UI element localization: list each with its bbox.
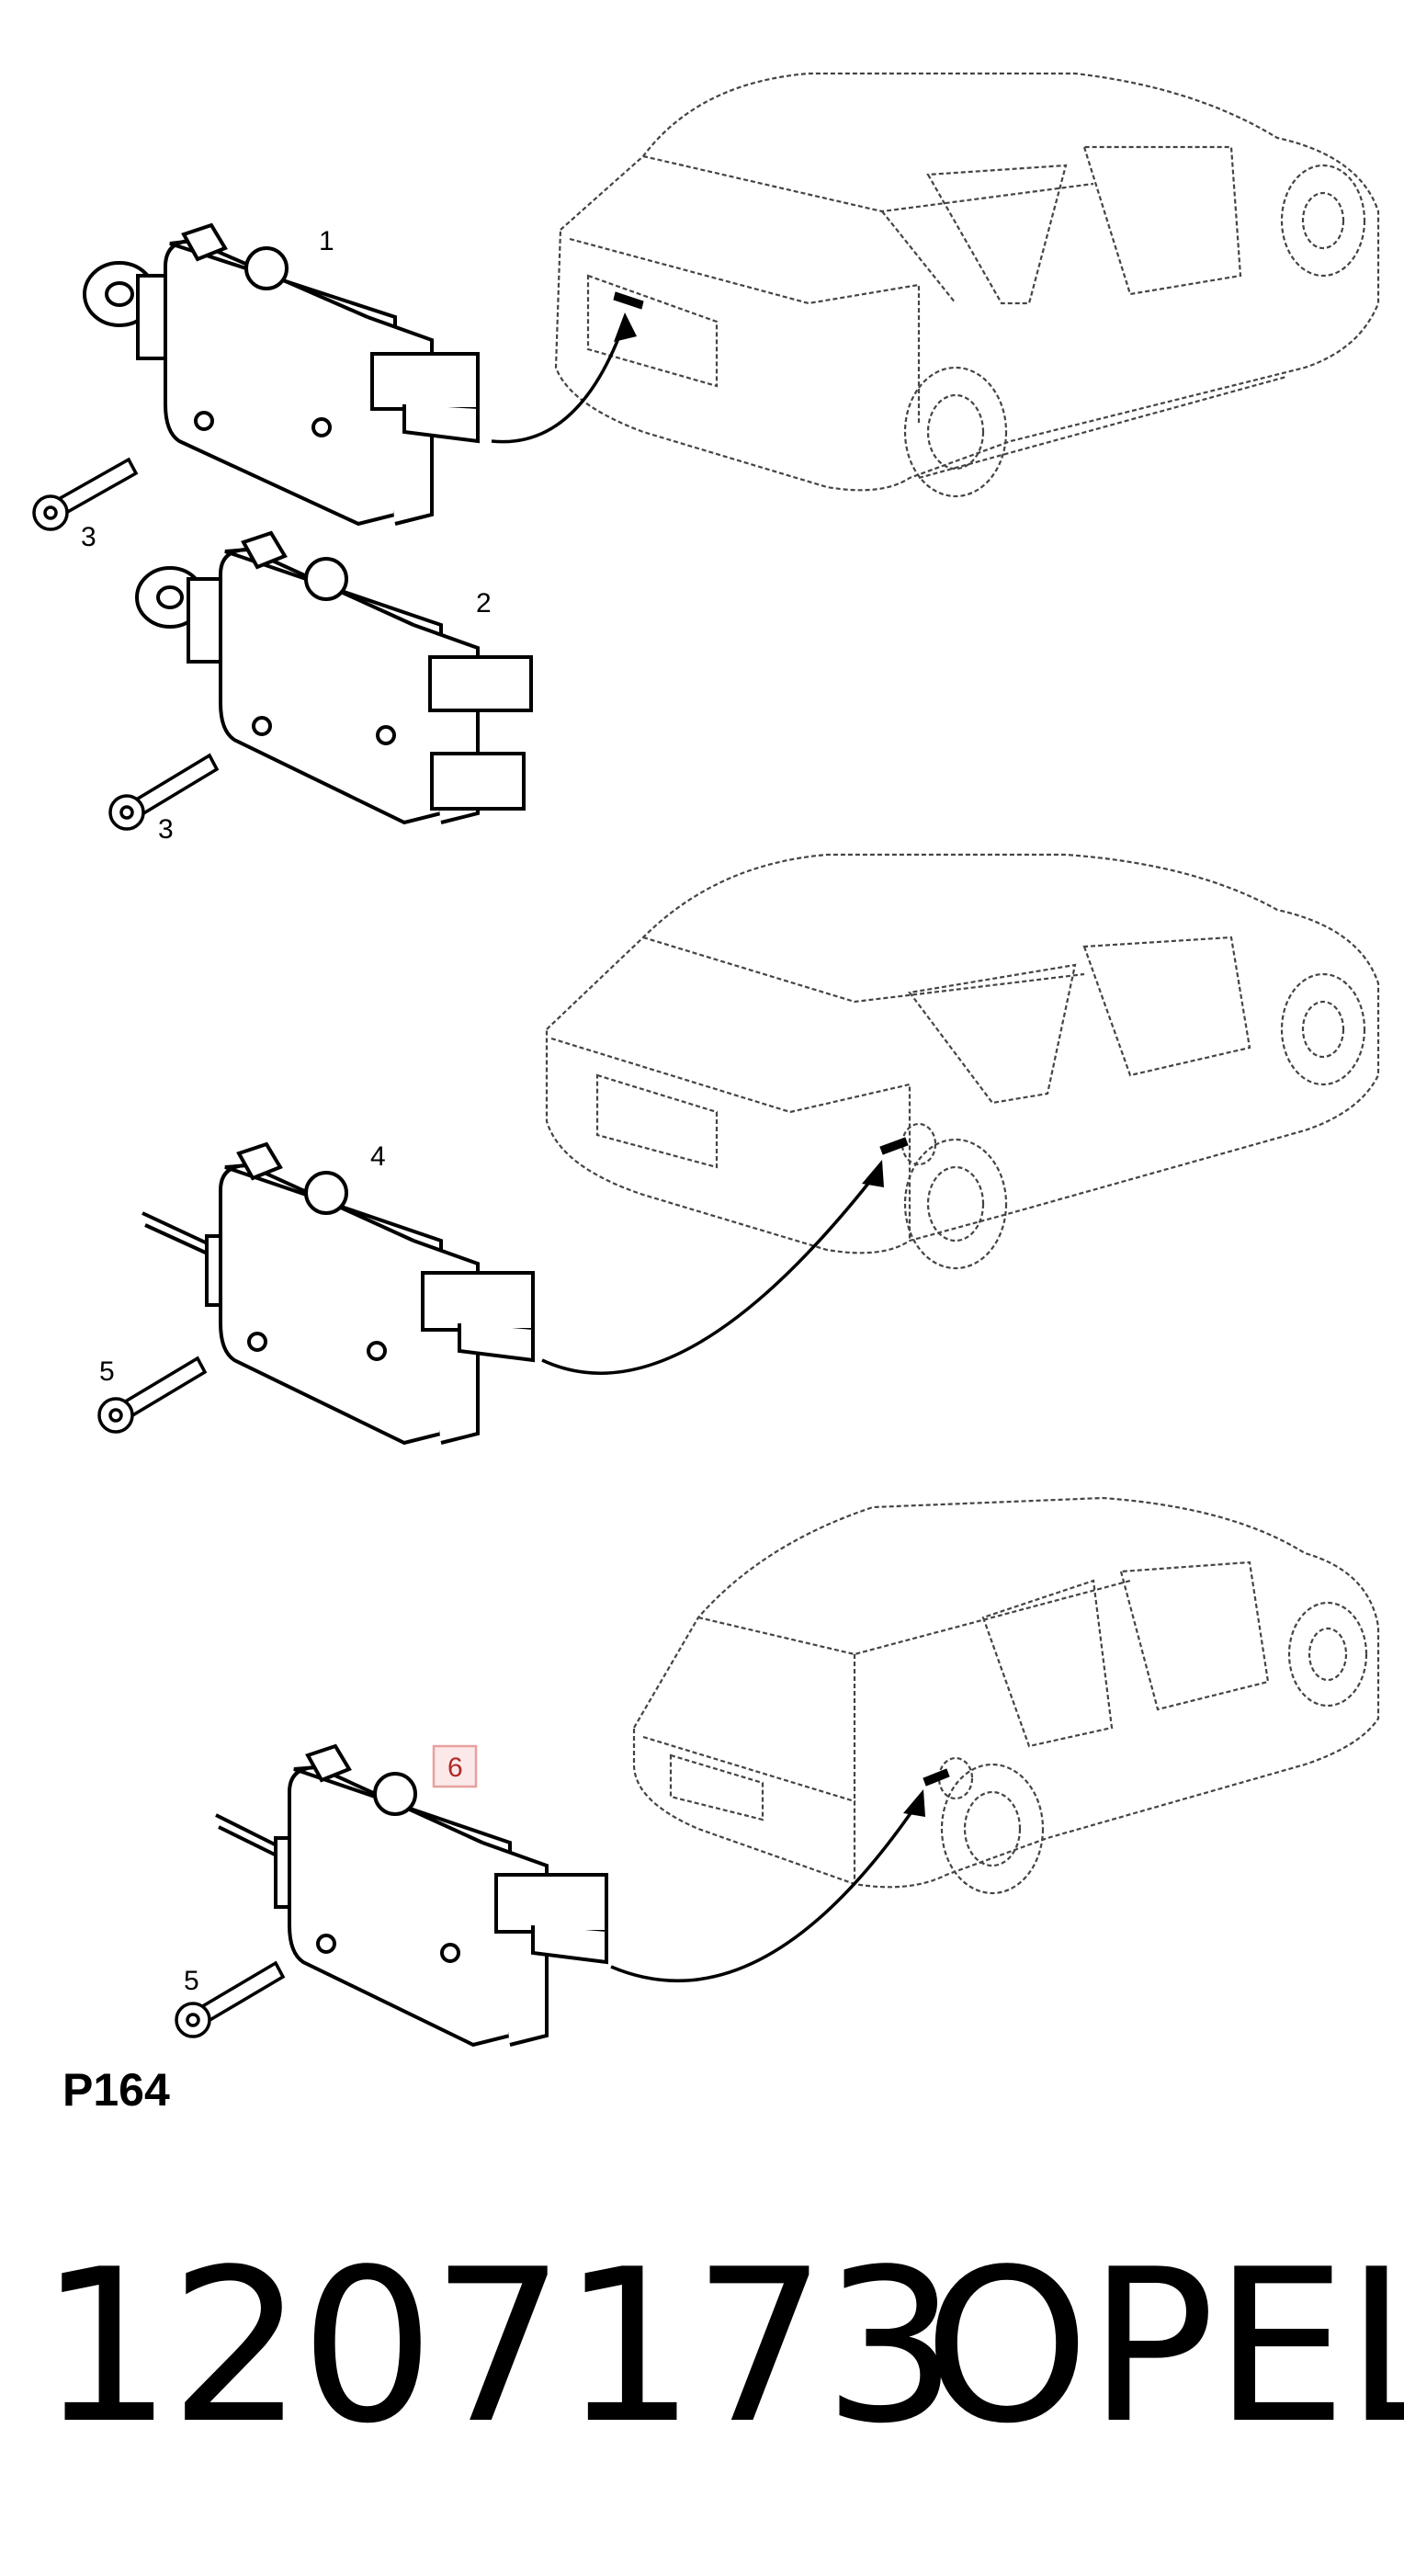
lock-actuator-part-2	[135, 530, 533, 825]
screw-part-3-upper	[32, 457, 139, 531]
arrowhead-6	[903, 1789, 925, 1817]
page-code: P164	[62, 2064, 170, 2116]
callout-4: 4	[370, 1141, 386, 1172]
arrow-part-6-to-car	[610, 1800, 921, 1983]
arrow-part-1-to-car	[491, 321, 627, 444]
lock-position-marker	[613, 291, 644, 310]
sedan-car-illustration	[545, 853, 1380, 1270]
callout-5-lower: 5	[184, 1966, 199, 1996]
callout-5-upper: 5	[99, 1356, 115, 1387]
hatchback-car-illustration	[554, 72, 1380, 498]
part-number: 1207173	[39, 2225, 957, 2470]
arrowhead-1	[614, 312, 637, 342]
callout-3-upper: 3	[81, 522, 96, 552]
callout-3-lower: 3	[158, 814, 174, 845]
highlight-box-6	[432, 1744, 478, 1788]
fuel-flap-marker-sedan	[879, 1137, 909, 1155]
fuel-flap-marker-estate	[923, 1768, 950, 1787]
screw-part-5-upper	[97, 1356, 208, 1434]
screw-part-3-lower	[108, 753, 220, 831]
brand-name: OPEL	[923, 2225, 1404, 2470]
callout-6: 6	[447, 1753, 463, 1783]
lock-actuator-part-4	[142, 1141, 535, 1446]
screw-part-5-lower	[175, 1960, 286, 2038]
lock-actuator-part-1	[83, 222, 480, 527]
callout-2: 2	[476, 588, 492, 618]
arrowhead-4	[862, 1160, 884, 1187]
lock-actuator-part-6	[215, 1743, 608, 2048]
callout-1: 1	[319, 226, 334, 256]
arrow-part-4-to-car	[541, 1170, 879, 1375]
estate-car-illustration	[632, 1496, 1380, 1895]
